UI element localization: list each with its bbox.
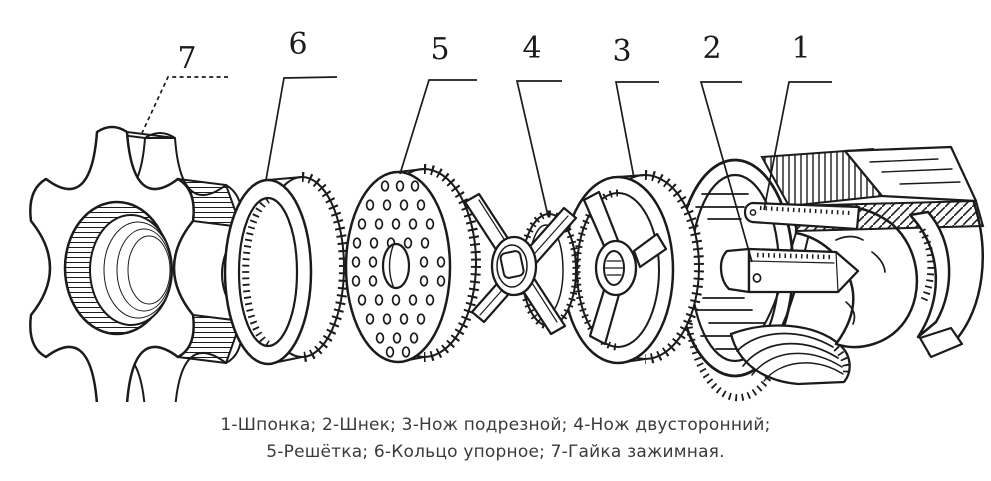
wheel-hub-hole-shading: [604, 260, 624, 276]
shaft-bevel-line: [748, 260, 835, 264]
ring-inner-shading: [242, 197, 271, 347]
callout-leader-3: [614, 81, 659, 179]
auger-bottom-corner: [918, 326, 964, 359]
callout-leader-2: [699, 81, 753, 263]
shaft-pin-hole: [752, 273, 762, 283]
ring-front-inner: [237, 196, 299, 348]
callout-leader-7: [141, 76, 228, 134]
auger-end-band: [908, 210, 951, 339]
nut-thread-lines: [103, 221, 173, 319]
auger-end-band-hatching: [918, 228, 935, 302]
callout-number-6: 6: [288, 27, 307, 62]
callout-leader-5: [399, 79, 477, 175]
knife-collar-hatching-left: [518, 210, 550, 330]
callout-leader-1: [763, 81, 832, 211]
callout-number-7: 7: [177, 41, 196, 76]
shaft-top-hatching: [756, 252, 831, 260]
auger-top-panel-shading: [869, 158, 961, 185]
knife-hub-inner: [496, 244, 528, 288]
nut-bore-inner: [89, 214, 173, 326]
part-3-cutting-knife: [561, 170, 704, 365]
callout-number-5: 5: [430, 32, 449, 67]
grid-holes: [351, 180, 446, 358]
caption: 1-Шпонка; 2-Шнек; 3-Нож подрезной; 4-Нож…: [0, 412, 991, 466]
callouts: 7 6 5 4 3 2 1: [141, 27, 832, 263]
caption-line-1: 1-Шпонка; 2-Шнек; 3-Нож подрезной; 4-Нож…: [220, 415, 771, 435]
ring-side-hatching: [301, 172, 349, 362]
callout-number-3: 3: [612, 34, 631, 69]
part-4-double-sided-knife: [463, 192, 580, 336]
key-end-dot: [749, 209, 757, 216]
exploded-diagram: 7 6 5 4 3 2 1: [29, 27, 985, 402]
callout-leader-6: [265, 76, 338, 181]
key-bar: [743, 201, 861, 231]
auger-shaft: [719, 247, 860, 294]
knife-square-hole: [499, 250, 525, 279]
callout-leader-4: [515, 80, 562, 217]
callout-number-1: 1: [791, 31, 810, 66]
auger-tail-flight-lines: [736, 332, 844, 382]
caption-line-2: 5-Решётка; 6-Кольцо упорное; 7-Гайка заж…: [266, 442, 725, 462]
shaft-arrow-base: [835, 251, 839, 293]
shaft-bar: [747, 247, 860, 294]
shaft-end-cap: [719, 247, 751, 294]
grid-center-hole: [381, 242, 411, 290]
callout-number-4: 4: [522, 31, 541, 66]
part-6-thrust-ring: [223, 172, 349, 366]
grid-center-hole-shading: [388, 245, 394, 287]
auger-right-outline: [927, 201, 984, 356]
part-7-clamping-nut: [29, 125, 243, 402]
callout-number-2: 2: [702, 31, 721, 66]
key-top-hatching: [759, 205, 851, 216]
part-1-key: [743, 201, 861, 231]
part-5-grid-plate: [344, 164, 481, 364]
